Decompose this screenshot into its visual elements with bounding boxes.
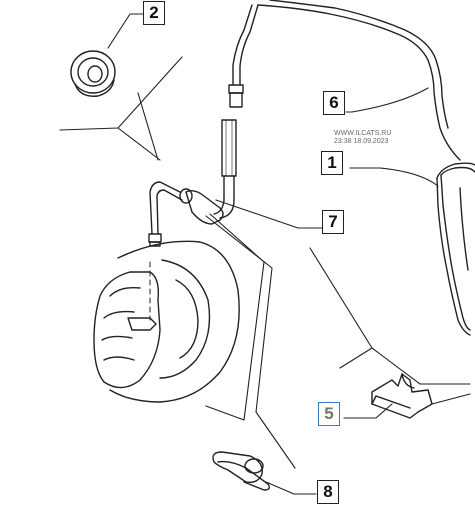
part-2-grommet (70, 50, 116, 97)
callout-8[interactable]: 8 (317, 480, 339, 504)
leader-7 (205, 199, 323, 469)
leader-1 (349, 167, 439, 187)
callout-2[interactable]: 2 (143, 1, 165, 25)
leader-5 (343, 403, 393, 419)
guide-line-lower (309, 247, 471, 405)
leader-8 (265, 481, 317, 495)
watermark: WWW.ILCATS.RU 23:38 18.09.2023 (334, 130, 391, 146)
callout-6[interactable]: 6 (323, 91, 345, 115)
part-7-hose (148, 119, 237, 247)
watermark-site: WWW.ILCATS.RU (334, 130, 392, 137)
part-1-pipe (436, 162, 475, 336)
callout-5[interactable]: 5 (318, 402, 340, 426)
leader-6 (345, 87, 429, 113)
callout-1[interactable]: 1 (321, 151, 343, 175)
watermark-timestamp: 23:38 18.09.2023 (334, 138, 389, 145)
part-8-spring-clip (212, 451, 271, 491)
brake-caliper-disc (93, 240, 240, 403)
rigid-pipe-upper (228, 0, 461, 161)
guide-lines (59, 56, 183, 161)
part-5-clip (371, 373, 433, 419)
leader-2 (107, 13, 145, 49)
callout-7[interactable]: 7 (322, 210, 344, 234)
